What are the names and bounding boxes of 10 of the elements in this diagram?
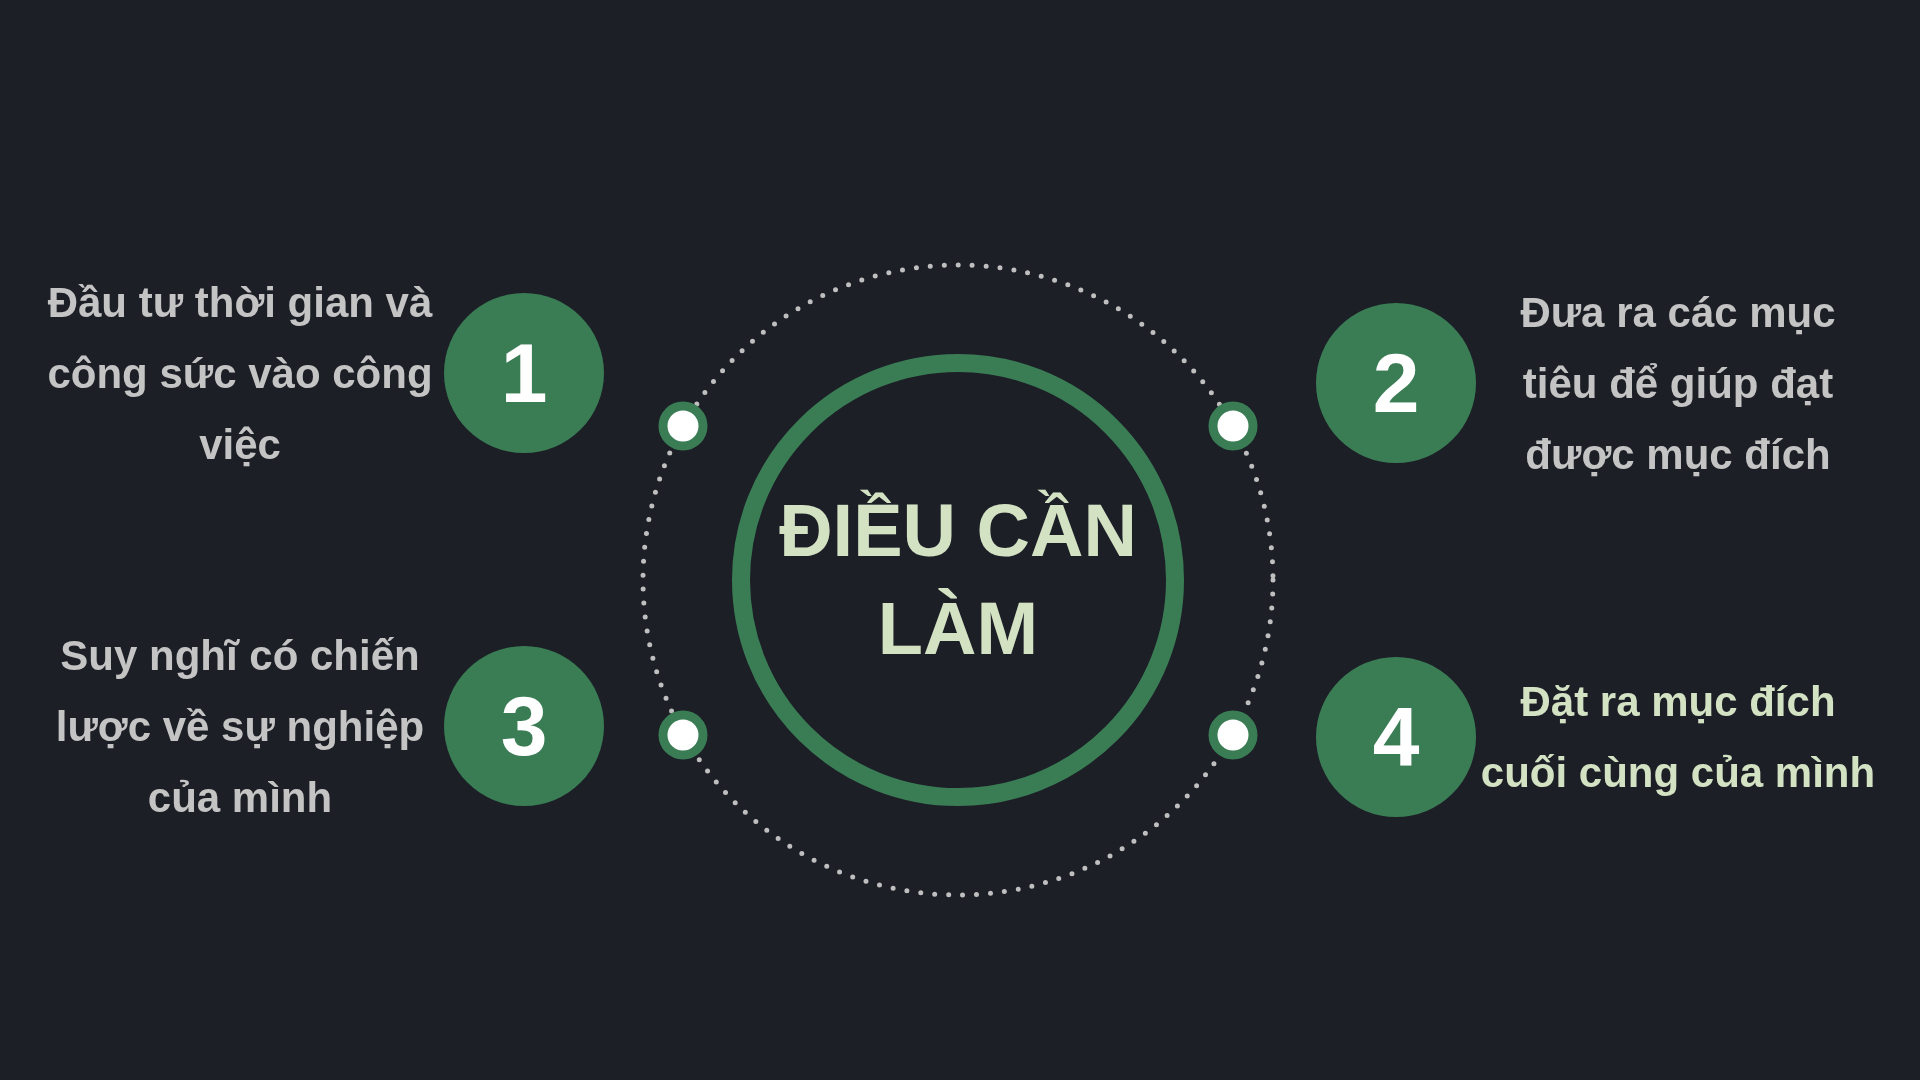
- step-number: 2: [1372, 334, 1420, 432]
- center-ring: [732, 354, 1184, 806]
- step-description: Đưa ra các mục tiêu để giúp đạt được mục đích: [1519, 287, 1837, 480]
- step-number: 1: [500, 324, 548, 422]
- step-description: Đặt ra mục đích cuối cùng của mình: [1479, 677, 1877, 798]
- step-description: Suy nghĩ có chiến lược về sự nghiệp của mình: [54, 630, 426, 823]
- step-description: Đầu tư thời gian và công sức vào công việc: [46, 277, 434, 470]
- step-number: 3: [500, 677, 548, 775]
- center-title: ĐIỀU CẦN LÀM: [778, 488, 1138, 672]
- step-number: 4: [1372, 688, 1420, 786]
